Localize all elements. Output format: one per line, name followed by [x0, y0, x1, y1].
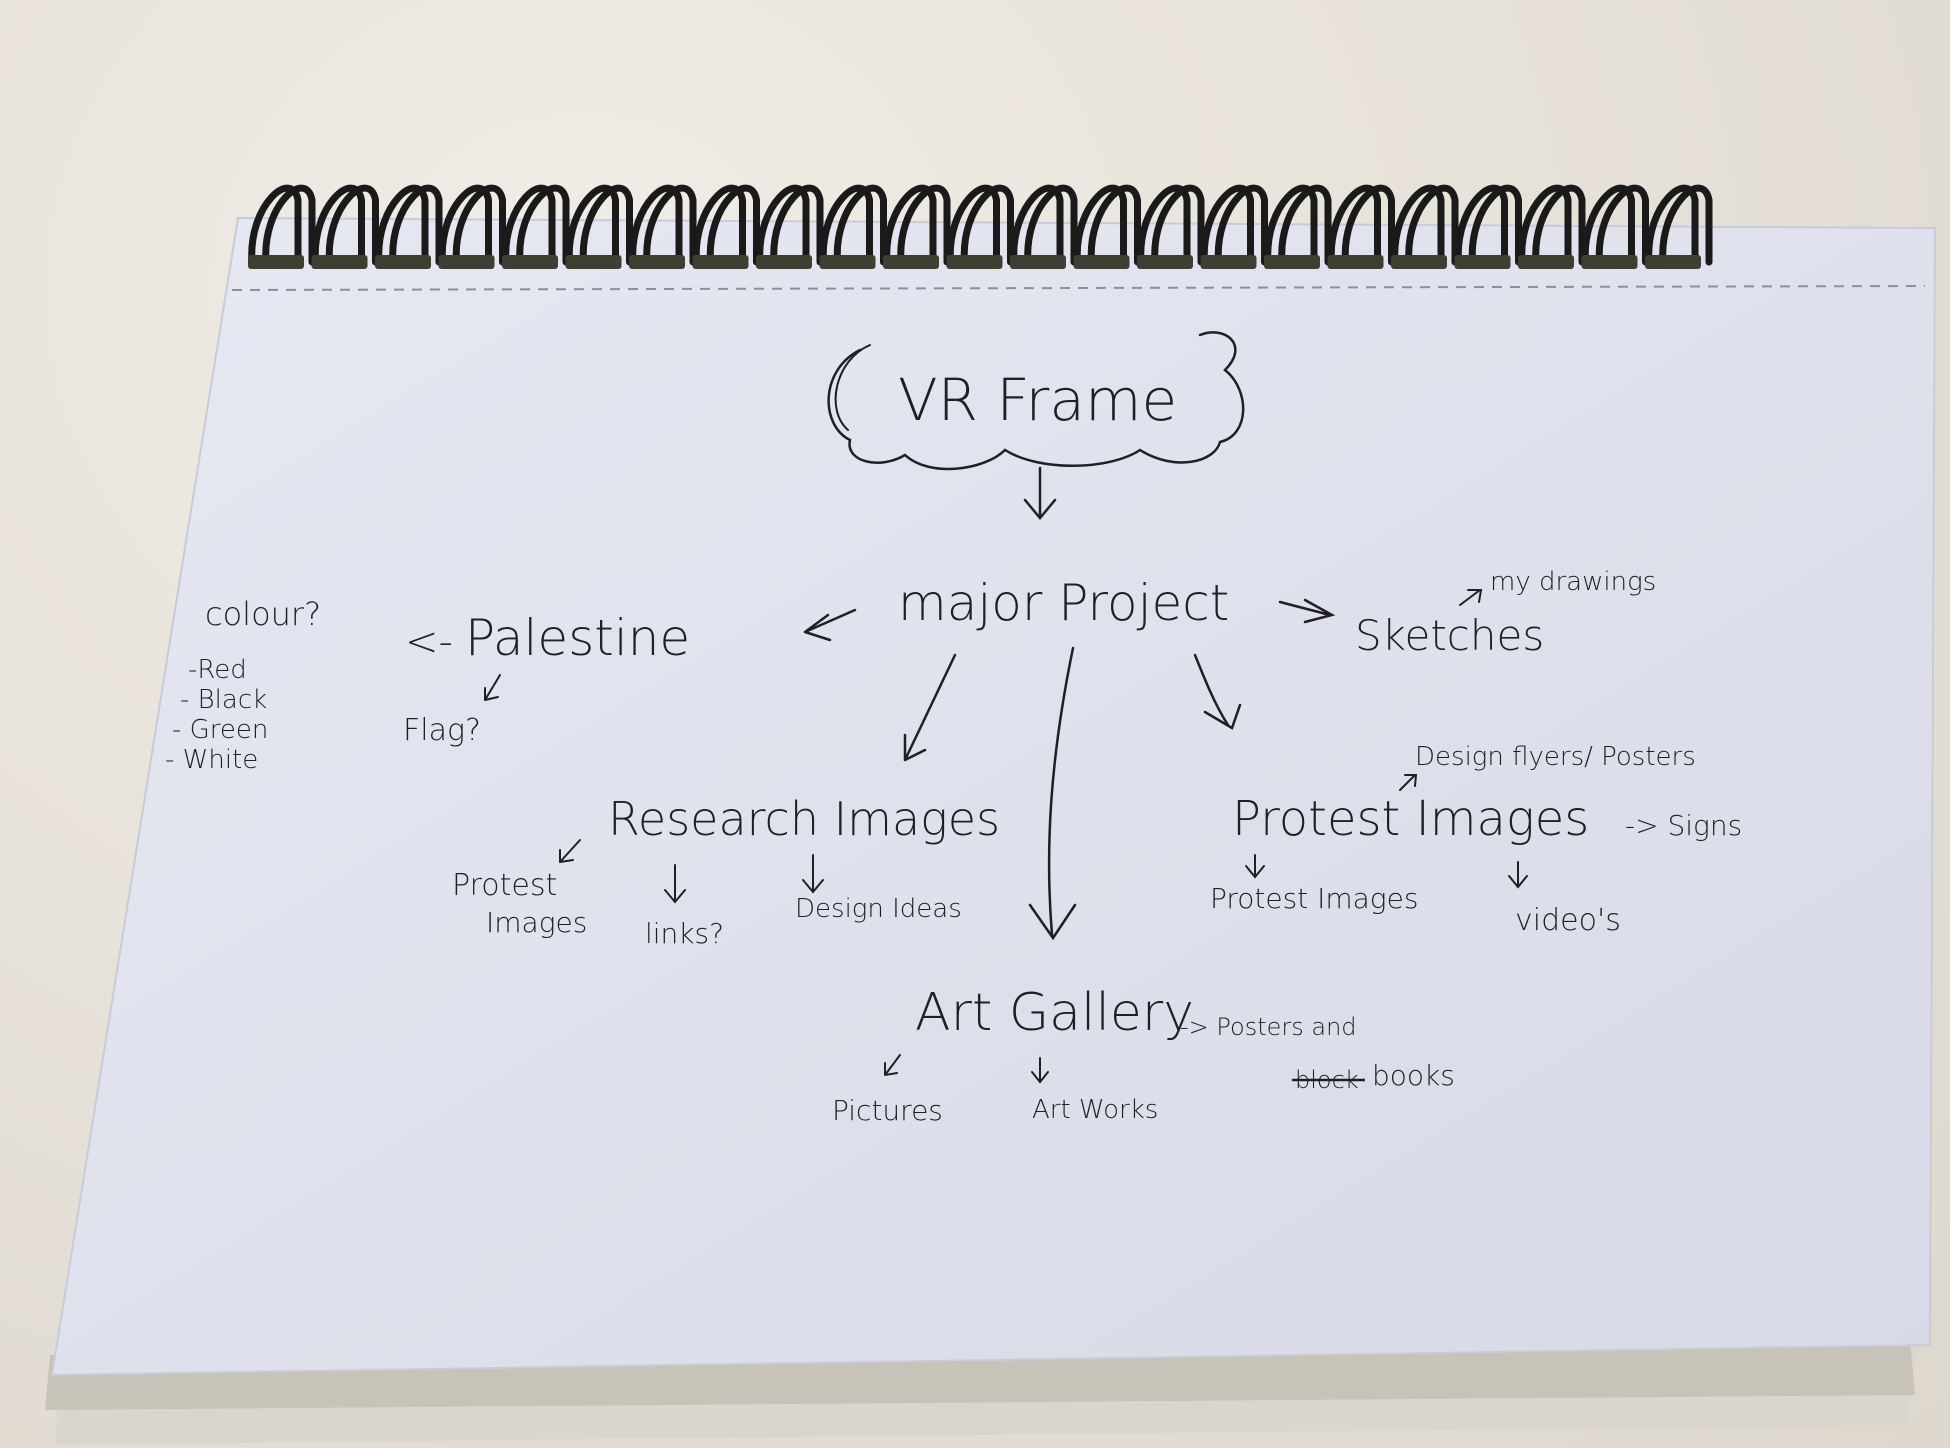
spiral-ring [311, 184, 379, 269]
spiral-ring [1073, 184, 1141, 269]
node-palestine-arrow: <- [405, 619, 453, 665]
gallery-child-pictures: Pictures [832, 1094, 943, 1127]
spiral-ring [1645, 184, 1713, 269]
arrow-to-gallery-icon [1028, 646, 1077, 941]
node-signs: -> Signs [1625, 809, 1742, 842]
node-palestine: Palestine [465, 609, 690, 667]
arrow-to-protest-icon [1193, 653, 1242, 730]
arrow-protest-icon [559, 839, 581, 863]
arrow-down-icon [1023, 466, 1057, 520]
node-research-images: Research Images [608, 792, 1000, 846]
spiral-ring [248, 184, 316, 269]
colour-white: - White [165, 745, 258, 775]
spiral-binding [248, 184, 1713, 269]
colour-green: - Green [172, 715, 268, 745]
cloud-outline-icon [827, 331, 1245, 471]
arrow-to-research-icon [903, 653, 957, 762]
spiral-ring [1581, 184, 1649, 269]
arrow-pictures-icon [884, 1054, 901, 1076]
spiral-ring [1454, 184, 1522, 269]
spiral-ring [1327, 184, 1395, 269]
spiral-ring [1200, 184, 1268, 269]
arrow-protest-child-icon [1245, 854, 1265, 879]
arrow-left-icon [803, 608, 857, 642]
spiral-ring [375, 184, 443, 269]
protest-child-images: Protest Images [1210, 882, 1418, 915]
spiral-ring [565, 184, 633, 269]
title-vr-frame: VR Frame [898, 366, 1177, 434]
perforation-line [231, 285, 1926, 291]
center-node-major-project: major Project [898, 574, 1229, 632]
colour-black: - Black [180, 685, 267, 715]
sketchbook-page [50, 216, 1937, 1377]
node-design-flyers: Design flyers/ Posters [1415, 742, 1696, 772]
spiral-ring [1518, 184, 1586, 269]
arrow-down-left-icon [484, 674, 501, 701]
node-sketches: Sketches [1355, 611, 1544, 660]
research-child-links: links? [645, 917, 724, 950]
arrow-artworks-icon [1031, 1057, 1049, 1084]
node-posters-and: -> Posters and [1180, 1013, 1357, 1041]
gallery-child-artworks: Art Works [1032, 1095, 1158, 1125]
cloud-outline-icon-left [834, 344, 871, 431]
spiral-ring [438, 184, 506, 269]
spiral-ring [819, 184, 887, 269]
research-child-protest: Protest [452, 868, 557, 903]
spiral-ring [1010, 184, 1078, 269]
research-child-images: Images [486, 906, 587, 939]
arrow-links-icon [664, 864, 686, 904]
node-flag: Flag? [403, 713, 481, 748]
protest-child-videos: video's [1515, 903, 1621, 938]
colour-red: -Red [188, 655, 247, 685]
arrow-design-flyers-icon [1399, 774, 1418, 791]
arrow-design-ideas-icon [802, 854, 824, 894]
arrow-right-icon [1278, 598, 1336, 624]
research-child-design-ideas: Design Ideas [795, 894, 962, 924]
node-colour: colour? [205, 595, 321, 633]
node-my-drawings: my drawings [1490, 567, 1656, 597]
spiral-ring [883, 184, 951, 269]
node-art-gallery: Art Gallery [915, 983, 1194, 1043]
spiral-ring [629, 184, 697, 269]
spiral-ring [502, 184, 570, 269]
spiral-ring [692, 184, 760, 269]
spiral-ring [946, 184, 1014, 269]
node-books: books [1372, 1059, 1455, 1092]
node-protest-images: Protest Images [1232, 791, 1589, 847]
spiral-ring [1391, 184, 1459, 269]
arrow-up-right-icon [1459, 589, 1483, 606]
spiral-ring [756, 184, 824, 269]
spiral-ring [1137, 184, 1205, 269]
arrow-videos-icon [1508, 861, 1528, 889]
spiral-ring [1264, 184, 1332, 269]
